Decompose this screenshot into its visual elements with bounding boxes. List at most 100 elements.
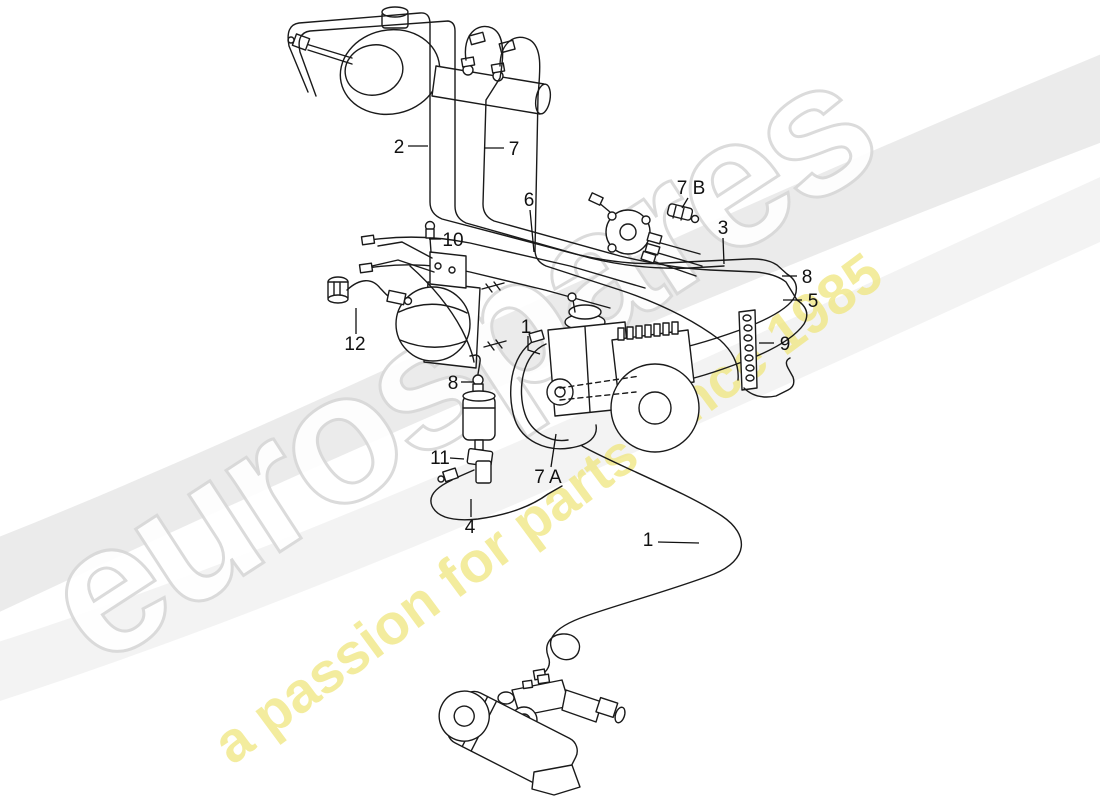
regulator-lug-1: [607, 211, 617, 221]
callout-10: 10: [429, 230, 464, 251]
callout-6: 6: [524, 190, 535, 253]
brake-line-8-return: [659, 273, 798, 353]
filter-canister: [462, 395, 496, 441]
motor-end-cap: [438, 690, 490, 742]
leader-line-1-upper: [527, 336, 541, 355]
bleeder-body: [425, 228, 435, 239]
callout-label-6: 6: [524, 190, 535, 211]
bracket-slot-5: [744, 354, 754, 362]
callout-8-left: 8: [448, 373, 473, 394]
callout-1-upper: 1: [521, 317, 541, 355]
stud-2: [483, 340, 507, 348]
leader-line-11: [449, 457, 465, 460]
pump-right-boss: [561, 689, 603, 723]
connector-tooth-2: [626, 326, 634, 340]
leader-line-1-lower: [657, 541, 700, 544]
pump-left-port: [497, 691, 515, 705]
callout-label-8-left: 8: [448, 373, 459, 394]
callout-7a: 7 A: [534, 433, 562, 488]
regulator-lug-2: [641, 215, 651, 225]
plug-band-2: [680, 207, 685, 221]
brake-booster-body: [339, 28, 441, 116]
brake-pipes-upper: [287, 12, 808, 383]
plug-tip: [690, 214, 700, 224]
connector-tooth-6: [662, 322, 670, 336]
stud-1-hatch: [485, 283, 493, 293]
connector-tooth-4: [644, 324, 652, 338]
check-valve-and-line4: [430, 447, 563, 521]
pump-motor: [438, 690, 578, 791]
pump-right-cap: [614, 706, 626, 724]
callout-8-right: 8: [782, 267, 812, 288]
brake-line-1: [541, 445, 742, 681]
brake-line-7: [464, 25, 798, 301]
brake-line-3-run: [298, 20, 725, 269]
abs-hydraulic-unit: [509, 292, 700, 453]
brake-line-5-return: [675, 299, 808, 383]
bracket-slot-4: [744, 344, 754, 352]
callout-label-1-upper: 1: [521, 317, 532, 338]
callout-12: 12: [344, 308, 366, 355]
sphere-contour-upper: [398, 303, 468, 314]
unit-top-screw-head: [567, 292, 577, 302]
accumulator-valve-block: [429, 251, 467, 289]
unit-block-edge: [584, 326, 591, 413]
bracket-slot-6: [745, 364, 755, 372]
push-rod-top: [305, 43, 353, 59]
connector-tooth-3: [635, 325, 643, 339]
regulator-nut-3: [640, 250, 657, 264]
master-cylinder-barrel: [431, 65, 545, 115]
callout-label-8-right: 8: [802, 267, 813, 288]
pressure-warning-switch: [327, 276, 413, 306]
switch-tip: [403, 296, 413, 306]
connector-tooth-5: [653, 323, 661, 337]
callout-label-5: 5: [808, 291, 819, 312]
hydraulic-pump-assembly: [438, 673, 626, 796]
bleeder-valve: [424, 220, 436, 253]
regulator-stub-nut: [588, 192, 604, 206]
motor-end-hub: [453, 705, 475, 727]
unit-motor-inner: [638, 391, 672, 425]
callout-7: 7: [484, 139, 519, 160]
loop-banjo-nut: [528, 329, 545, 344]
callout-label-1-lower: 1: [643, 530, 654, 551]
bleeder-stem: [429, 237, 432, 253]
callout-label-9: 9: [780, 334, 791, 355]
stud-2-hatch2: [495, 339, 503, 349]
callout-label-7b: 7 B: [677, 178, 706, 199]
callout-9: 9: [759, 334, 790, 355]
callout-11: 11: [430, 448, 465, 469]
brake-line-2: [287, 12, 788, 275]
unit-hose-loop-7a: [509, 337, 597, 450]
cross-pipe-2: [367, 264, 611, 309]
hose-union-1: [468, 31, 486, 46]
valve-body-vertical: [475, 460, 492, 484]
callout-label-2: 2: [394, 137, 405, 158]
connector-cap-base: [327, 294, 349, 304]
callout-2: 2: [394, 137, 428, 158]
callout-7b: 7 B: [677, 178, 706, 209]
unit-hidden-edge-1: [559, 375, 641, 389]
bracket-arm: [743, 357, 795, 398]
bracket-slot-7: [745, 374, 755, 382]
callout-1-lower: 1: [643, 530, 700, 551]
accumulator-sphere: [395, 286, 471, 362]
callout-4: 4: [465, 499, 476, 538]
diagram-line-art: [287, 6, 808, 796]
pressure-regulator: [588, 192, 703, 277]
pipe-nut-1: [360, 234, 376, 246]
plug-band-1: [672, 205, 677, 219]
block-pipe-2: [371, 259, 435, 273]
block-port-2: [448, 266, 456, 274]
callout-label-7a: 7 A: [534, 467, 562, 488]
bracket-slot-3: [743, 334, 753, 342]
leader-line-7b: [681, 197, 689, 209]
callout-label-12: 12: [344, 334, 365, 355]
unit-hose-loop-inner: [520, 343, 569, 442]
plug-fitting-7b: [666, 203, 700, 224]
retaining-bracket: [738, 309, 795, 398]
connector-tooth-7: [671, 321, 679, 335]
stud-1-hatch2: [493, 281, 501, 291]
unit-boss-inner: [554, 386, 566, 398]
callout-label-3: 3: [718, 218, 729, 239]
